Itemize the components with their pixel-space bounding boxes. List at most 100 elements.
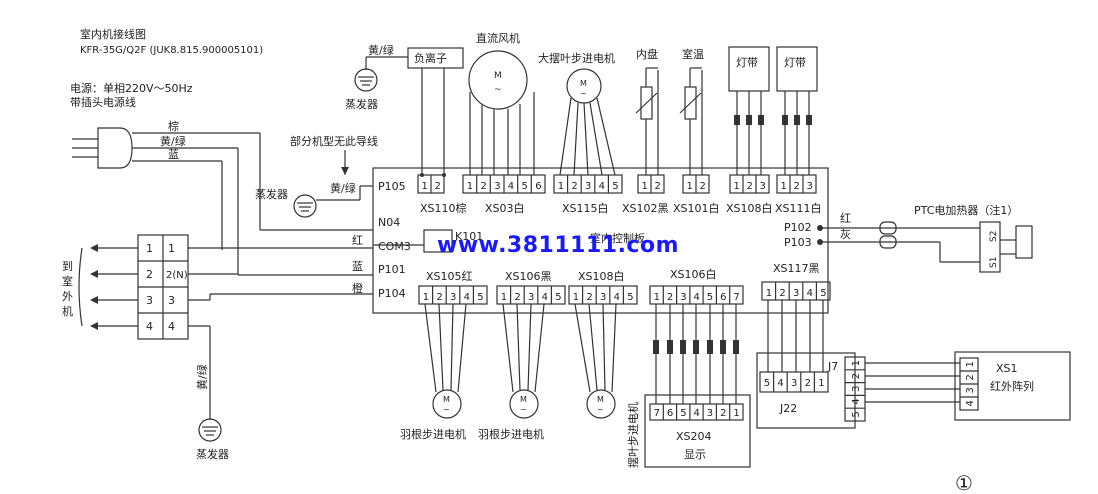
xs106-white-pin-2: 2 (667, 292, 673, 303)
light-strip-2-label: 灯带 (784, 56, 806, 69)
outdoor-label-3: 外 (62, 290, 73, 303)
board-label: 室内控制板 (590, 231, 645, 245)
xs03-pin-1: 1 (467, 181, 473, 192)
xs108-bottom-pin-3: 3 (600, 292, 606, 303)
tb-right-4: 4 (168, 320, 175, 333)
terminal-p102: P102 (784, 221, 812, 234)
xs108-top-label: XS108白 (726, 201, 773, 215)
xs106-black-pin-4: 4 (542, 292, 548, 303)
wire-color-p102: 红 (840, 212, 851, 225)
xs102-pin-2: 2 (655, 181, 661, 192)
neg-ion-label: 负离子 (414, 51, 447, 65)
j22-pin-5: 1 (818, 378, 824, 389)
terminal-com3: COM3 (378, 240, 411, 253)
xs106-white-pin-5: 5 (707, 292, 713, 303)
wire-color-com3: 红 (352, 234, 363, 247)
xs106-black-pin-1: 1 (501, 292, 507, 303)
xs102-label: XS102黑 (622, 202, 669, 215)
xs117-label: XS117黑 (773, 262, 820, 275)
terminal-p103: P103 (784, 236, 812, 249)
j-board (756, 352, 856, 429)
tb-left-1: 1 (146, 242, 153, 255)
display-label: 显示 (684, 448, 706, 461)
feather-motor-2 (509, 389, 539, 419)
j22-pin-4: 2 (805, 378, 811, 389)
xs108-top-pin-2: 2 (747, 181, 753, 192)
ground-evaporator-top (354, 68, 378, 92)
j7-pin-1: 1 (851, 360, 862, 366)
wire-color-p101: 蓝 (352, 260, 363, 273)
xs204-pin-6: 2 (720, 408, 726, 419)
xs102-pin-1: 1 (642, 181, 648, 192)
xs106-white-pin-6: 6 (720, 292, 726, 303)
xs115-label: XS115白 (562, 201, 609, 215)
xs111-pin-3: 3 (807, 181, 813, 192)
xs108-top-pin-1: 1 (734, 181, 740, 192)
wire-color-p104: 橙 (352, 281, 363, 295)
xs1-pin-2: 2 (965, 374, 976, 380)
xs115-pin-2: 2 (571, 181, 577, 192)
wire-color-p103: 灰 (840, 227, 851, 241)
xs106-black-pin-2: 2 (514, 292, 520, 303)
xs106-white-pin-4: 4 (694, 292, 700, 303)
light-strip-1-label: 灯带 (736, 56, 758, 69)
display-board (644, 394, 751, 468)
neg-ion-box (407, 47, 464, 69)
xs03-pin-3: 3 (494, 181, 500, 192)
j7-pin-3: 3 (851, 386, 862, 392)
xs1-pin-4: 4 (965, 400, 976, 406)
ptc-s1: S1 (989, 257, 999, 268)
display-name: XS204 (676, 430, 712, 443)
room-temp-label: 室温 (682, 47, 704, 61)
xs115-pin-5: 5 (612, 181, 618, 192)
xs106-white-pin-3: 3 (680, 292, 686, 303)
tb-left-4: 4 (146, 320, 153, 333)
ptc-s2: S2 (989, 231, 999, 242)
xs204-pin-4: 4 (694, 408, 700, 419)
j22-label: J22 (779, 402, 797, 415)
xs115-pin-4: 4 (599, 181, 605, 192)
xs106-black-pin-5: 5 (555, 292, 561, 303)
xs110-pin-1: 1 (422, 181, 428, 192)
xs105-label: XS105红 (426, 270, 473, 283)
xs117-pin-2: 2 (779, 288, 785, 299)
j22-pin-2: 4 (777, 378, 783, 389)
xs105-pin-3: 3 (450, 292, 456, 303)
ptc-heater-element (1015, 225, 1033, 259)
xs108-bottom-pin-5: 5 (627, 292, 633, 303)
xs106w-label: XS106白 (670, 267, 717, 281)
xs204-pin-1: 7 (654, 408, 660, 419)
evaporator-mid-label: 蒸发器 (255, 187, 288, 201)
xs108-top-pin-3: 3 (760, 181, 766, 192)
xs204-pin-3: 5 (680, 408, 686, 419)
evaporator-top-label: 蒸发器 (345, 97, 378, 111)
relay-label: K101 (455, 230, 483, 243)
swing-tilde: ~ (580, 89, 587, 98)
xs110-label: XS110棕 (420, 201, 467, 215)
vane-tilde: ~ (597, 405, 604, 414)
xs115-pin-3: 3 (585, 181, 591, 192)
outdoor-label-4: 机 (62, 304, 73, 318)
xs105-pin-5: 5 (477, 292, 483, 303)
xs105-pin-4: 4 (464, 292, 470, 303)
yellow-green-bottom: 黄/绿 (195, 364, 209, 390)
xs101-pin-2: 2 (700, 181, 706, 192)
yellow-green-mid: 黄/绿 (330, 181, 356, 195)
xs111-label: XS111白 (775, 201, 822, 215)
ir-label: 红外阵列 (990, 379, 1034, 393)
tb-left-3: 3 (146, 294, 153, 307)
xs111-pin-1: 1 (781, 181, 787, 192)
xs204-pin-2: 6 (667, 408, 673, 419)
plug-wire-yellow-green: 黄/绿 (160, 134, 186, 148)
j7-pin-5: 5 (851, 411, 862, 417)
tb-right-3: 3 (168, 294, 175, 307)
xs03-pin-5: 5 (522, 181, 528, 192)
xs106b-label: XS106黑 (505, 270, 552, 283)
ir-array-board (954, 351, 1071, 421)
relay-k101 (423, 229, 453, 253)
xs204-pin-7: 1 (733, 408, 739, 419)
xs1-pin-1: 1 (965, 361, 976, 367)
ptc-label: PTC电加热器（注1） (914, 203, 1018, 217)
xs101-pin-1: 1 (687, 181, 693, 192)
tb-right-2: 2(N) (166, 270, 188, 281)
